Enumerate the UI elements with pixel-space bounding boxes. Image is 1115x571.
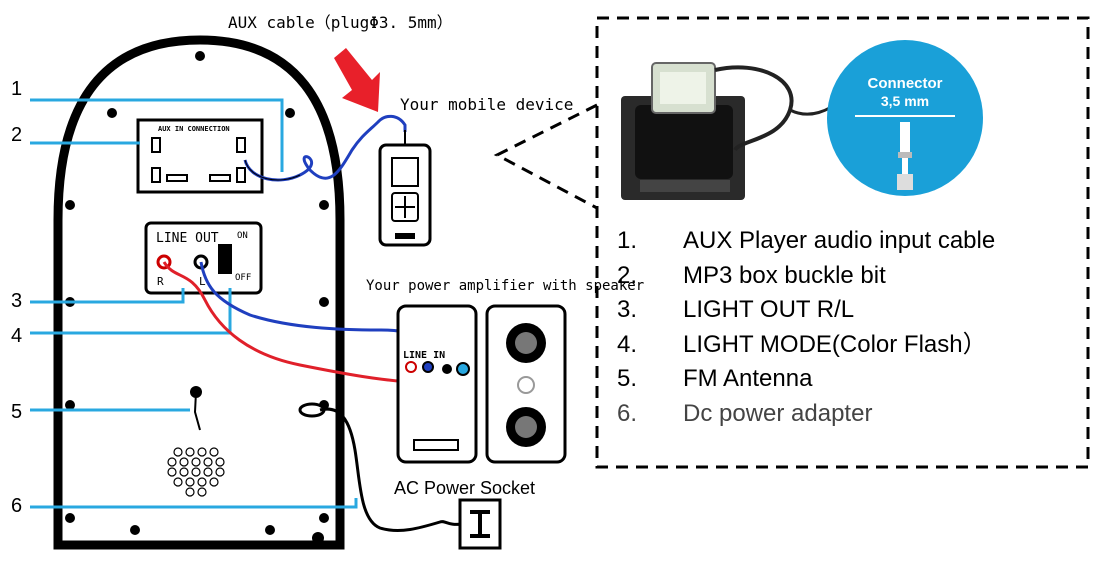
legend-text: AUX Player audio input cable: [683, 227, 996, 254]
legend-item: 4. LIGHT MODE(Color Flash）: [617, 328, 1057, 363]
legend-text: FM Antenna: [683, 365, 813, 392]
aux-in-box: [136, 118, 264, 194]
aux-in-label: AUX IN CONNECTION: [158, 125, 230, 133]
zoom-box: [595, 16, 1090, 469]
legend-list: 1. AUX Player audio input cable 2. MP3 box…: [617, 224, 1057, 431]
callout-6: 6: [11, 495, 22, 517]
power-plug: [458, 498, 502, 550]
connector-title: Connector: [868, 75, 943, 92]
callout-2: 2: [11, 124, 22, 146]
connector-size: 3,5 mm: [881, 93, 929, 109]
legend-index: 2.: [617, 261, 638, 289]
legend-item: 3. LIGHT OUT R/L: [617, 293, 1057, 328]
legend-index: 5.: [617, 365, 638, 392]
mp3-box-photo: [621, 62, 842, 200]
callout-4: 4: [11, 325, 22, 347]
legend-text: MP3 box buckle bit: [683, 261, 886, 289]
legend-item: 6. Dc power adapter: [617, 397, 1057, 432]
legend-text: LIGHT OUT R/L: [683, 296, 855, 323]
mode-switch: [218, 244, 232, 274]
power-amplifier-label: Your power amplifier with speaker: [366, 278, 644, 294]
ac-power-socket-label: AC Power Socket: [394, 478, 535, 498]
speaker-grille: [167, 447, 225, 497]
legend-text: LIGHT MODE(Color Flash）: [683, 330, 987, 358]
legend-index: 6.: [617, 399, 638, 427]
zoom-pointer: [493, 103, 598, 210]
fm-antenna: [190, 386, 202, 431]
r-label: R: [157, 275, 164, 288]
mobile-device: [378, 130, 432, 247]
speaker-cabinet: [485, 304, 567, 464]
legend-text: Dc power adapter: [683, 399, 873, 427]
on-label: ON: [237, 231, 248, 241]
legend-index: 1.: [617, 227, 638, 254]
legend-item: 2. MP3 box buckle bit: [617, 259, 1057, 294]
callout-1: 1: [11, 78, 22, 100]
red-arrow: [334, 48, 380, 112]
aux-in-slots: [151, 137, 246, 183]
power-cord: [319, 407, 463, 532]
legend-item: 1. AUX Player audio input cable: [617, 224, 1057, 259]
line-in-label: LINE IN: [403, 350, 445, 361]
mobile-device-label: Your mobile device: [400, 95, 573, 114]
legend-item: 5. FM Antenna: [617, 362, 1057, 397]
callout-3: 3: [11, 290, 22, 312]
line-out-label: LINE OUT: [156, 231, 219, 246]
callout-5: 5: [11, 401, 22, 423]
legend-index: 3.: [617, 296, 638, 323]
off-label: OFF: [235, 273, 251, 283]
l-label: L: [199, 275, 206, 288]
power-amplifier: LINE IN: [396, 304, 478, 464]
connector-badge: Connector 3,5 mm: [827, 40, 983, 196]
aux-cable-label: AUX cable（plugΦ3. 5mm）: [228, 13, 453, 32]
legend-index: 4.: [617, 330, 638, 358]
